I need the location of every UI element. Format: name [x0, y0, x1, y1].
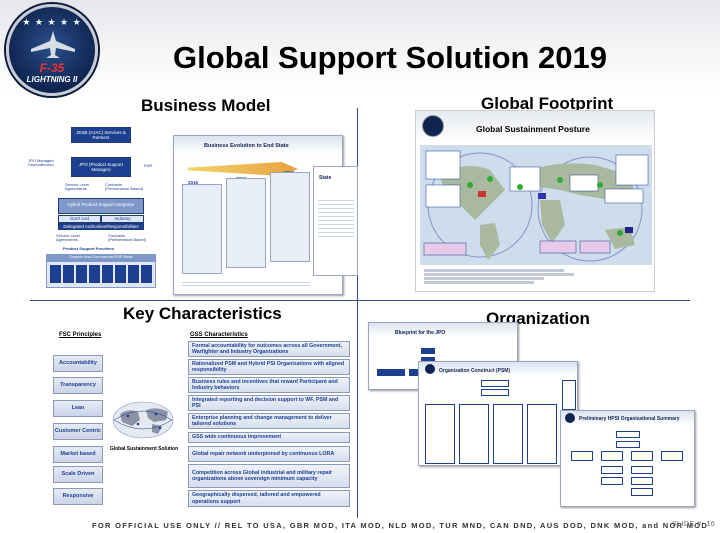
- psp-col: [89, 265, 100, 283]
- small-logo-icon: [425, 364, 435, 374]
- principle-box: Transparency: [53, 377, 103, 394]
- business-model-title: Business Model: [141, 96, 271, 115]
- slide-number: SLIDE #: 16: [672, 521, 716, 528]
- hybrid-psi-box: Hybrid Product Support Integrator: [58, 198, 144, 214]
- evo-header: [174, 136, 342, 154]
- contracts-label-2: Contracts (Performance Based): [108, 233, 147, 243]
- psp-base-header: Organic and Commercial PSP Base: [47, 254, 155, 262]
- fsc-principles-title: FSC Principles: [59, 332, 102, 338]
- industry-box: Industry: [101, 215, 144, 223]
- gss-item: GSS wide continuous improvement: [188, 432, 350, 443]
- gss-item: Global repair network underpinned by con…: [188, 446, 350, 462]
- header-band: [0, 0, 720, 95]
- global-footprint-title: Global Footprint: [481, 94, 614, 113]
- organization-construct-thumbnail: Organization Construct (PSM): [418, 361, 578, 466]
- key-characteristics-title: Key Characteristics: [123, 304, 282, 323]
- evo-column: [226, 178, 266, 268]
- hpsi-summary-thumbnail: Preliminary HPSI Organizational Summary: [560, 410, 695, 507]
- gss-item: Competition across Global industrial and…: [188, 464, 350, 488]
- gss-item: Geographically dispersed, tailored and e…: [188, 490, 350, 507]
- gf-header: [416, 111, 654, 143]
- hpsi-title: Preliminary HPSI Organizational Summary: [579, 416, 680, 422]
- global-sustainment-thumbnail: Global Sustainment Posture: [415, 110, 655, 292]
- psp-col: [102, 265, 113, 283]
- state-label: State: [319, 175, 332, 181]
- psp-columns: [47, 262, 155, 286]
- stars-icon: ★ ★ ★ ★ ★: [22, 17, 82, 27]
- small-logo-icon: [565, 413, 575, 423]
- small-logo-icon: [422, 115, 444, 137]
- jesb-box: JESB (AJAC) Services & Partners: [71, 127, 131, 143]
- vertical-divider: [357, 108, 358, 518]
- jet-icon: [31, 31, 75, 58]
- map-legend: [424, 269, 574, 287]
- delegated-box: Delegated Authorities/Responsibilities: [58, 223, 144, 230]
- psp-col: [115, 265, 126, 283]
- principle-box: Responsive: [53, 488, 103, 505]
- state-text-lines: [318, 197, 354, 237]
- evo-column: [182, 184, 222, 274]
- evo-column: [270, 172, 310, 262]
- sla-label-2: Service Level Agreements: [56, 233, 81, 243]
- world-map: [420, 145, 652, 265]
- govt-led-box: Gov't Led: [58, 215, 101, 223]
- slide-title: Global Support Solution 2019: [172, 40, 608, 75]
- principle-box: Market based: [53, 446, 103, 463]
- gss-item: Integrated reporting and decision suppor…: [188, 395, 350, 411]
- gss-item: Business rules and incentives that rewar…: [188, 377, 350, 393]
- construct-title: Organization Construct (PSM): [439, 368, 511, 374]
- principle-box: Scale Driven: [53, 466, 103, 483]
- psp-col: [128, 265, 139, 283]
- horizontal-divider: [30, 300, 690, 301]
- blueprint-title: Blueprint for the JPO: [395, 330, 446, 336]
- contracts-label: Contracts (Performance Based): [105, 182, 144, 192]
- principle-box: Customer Centric: [53, 423, 103, 440]
- business-evolution-thumbnail: State Business Evolution to End State 20…: [173, 135, 358, 295]
- sla-label: Service Level Agreements: [65, 182, 90, 192]
- gss-characteristics-title: GSS Characteristics: [190, 332, 248, 338]
- globe-icon: [112, 401, 174, 439]
- end-state-card: State: [313, 166, 358, 276]
- psp-col: [50, 265, 61, 283]
- f35-lightning-logo: ★ ★ ★ ★ ★ F-35 LIGHTNING II: [6, 4, 98, 96]
- footer: FOR OFFICIAL USE ONLY // REL TO USA, GBR…: [0, 519, 720, 533]
- psp-col: [76, 265, 87, 283]
- gf-title: Global Sustainment Posture: [476, 124, 590, 134]
- psp-col: [63, 265, 74, 283]
- gss-item: Rationalized PSM and Hybrid PSI Organiza…: [188, 359, 350, 375]
- jpo-box: JPO (Product Support Manager): [71, 157, 131, 177]
- psp-col: [141, 265, 152, 283]
- principle-box: Accountability: [53, 355, 103, 372]
- year-label: 2016: [188, 180, 199, 185]
- business-model-diagram: JESB (AJAC) Services & Partners JPO (Pro…: [28, 120, 173, 290]
- logo-line-1: F-35: [39, 61, 65, 75]
- jpo-managed-label: JPO Managed Dependencies: [28, 158, 54, 168]
- evo-footnote: [182, 280, 310, 288]
- gss-item: Formal accountability for outcomes acros…: [188, 341, 350, 357]
- providers-label: Product Support Providers: [63, 246, 115, 251]
- evo-title: Business Evolution to End State: [204, 143, 289, 149]
- principle-box: Lean: [53, 400, 103, 417]
- fms-label: FMS: [144, 163, 153, 168]
- classification-banner: FOR OFFICIAL USE ONLY // REL TO USA, GBR…: [92, 521, 709, 530]
- gss-item: Enterprise planning and change managemen…: [188, 413, 350, 429]
- globe-caption: Global Sustainment Solution: [109, 446, 179, 452]
- logo-line-2: LIGHTNING II: [26, 75, 78, 84]
- world-map-graphic: [423, 150, 649, 262]
- psp-base-box: Organic and Commercial PSP Base: [46, 254, 156, 288]
